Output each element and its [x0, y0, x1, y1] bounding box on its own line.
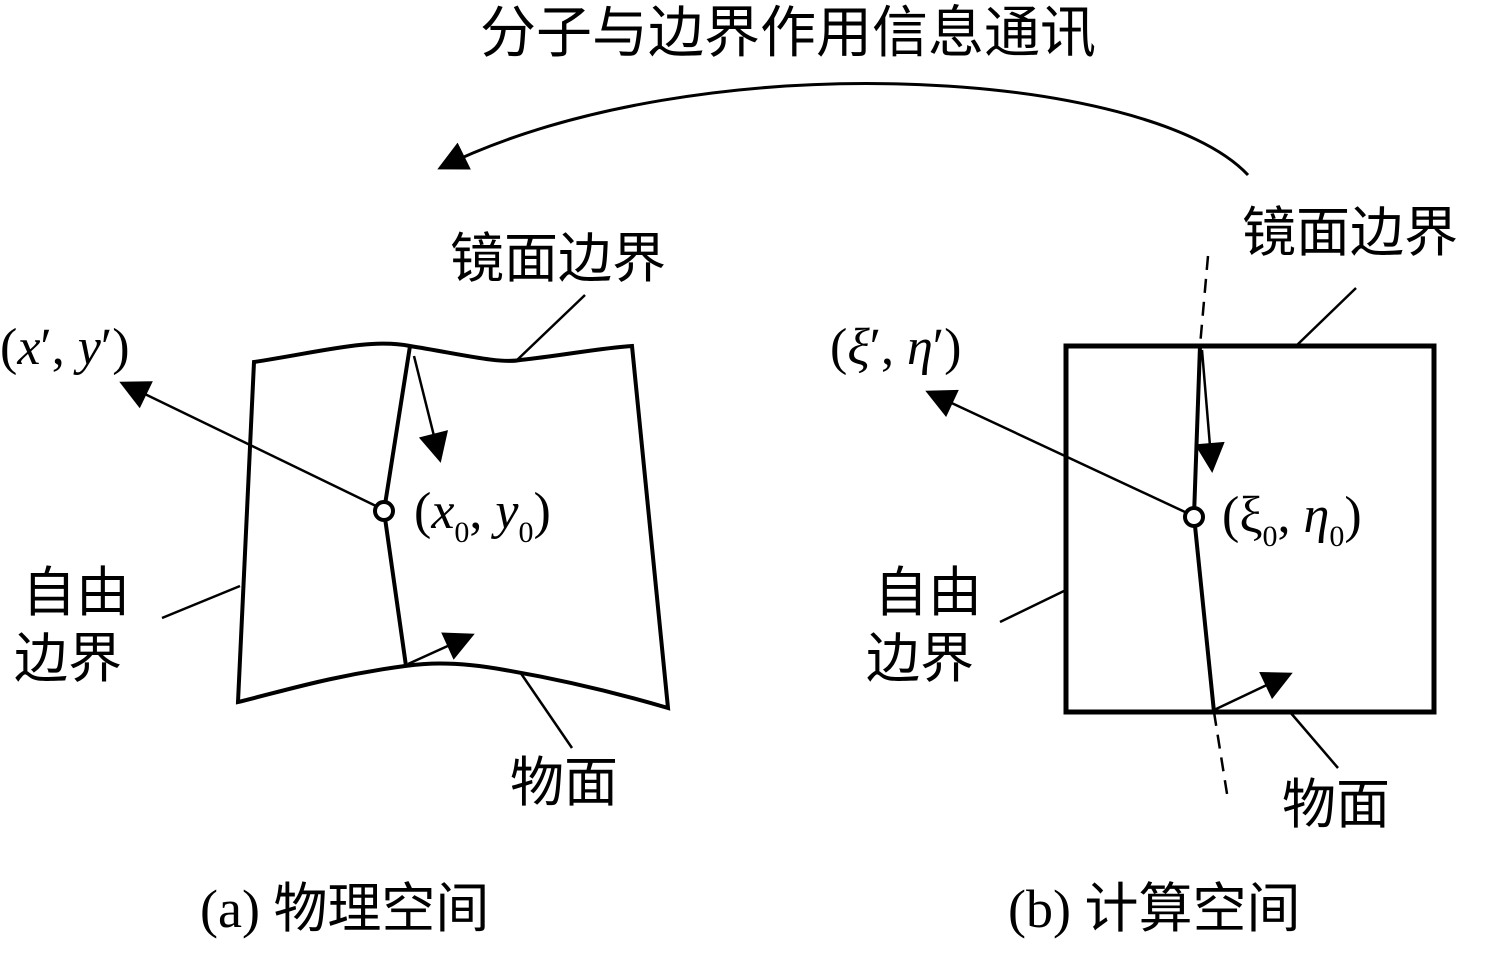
- computational-free-boundary-label-line2: 边界: [866, 627, 974, 690]
- physical-mirror-leader: [515, 294, 586, 362]
- computational-mirror-boundary-label: 镜面边界: [1242, 201, 1458, 264]
- computational-mirror-leader: [1295, 287, 1357, 347]
- physical-image-vector: [119, 381, 377, 508]
- physical-image-point-label: (x′, y′): [0, 319, 130, 376]
- computational-surface-arrow: [1213, 672, 1293, 712]
- diagram-title: 分子与边界作用信息通讯: [480, 1, 1096, 66]
- physical-mirror-boundary-label: 镜面边界: [450, 227, 666, 290]
- computational-free-boundary-label-line1: 自由: [874, 561, 982, 624]
- computational-image-point-label: (ξ′, η′): [830, 319, 962, 376]
- computational-free-leader: [999, 588, 1067, 624]
- panel-a-caption: (a) 物理空间: [200, 877, 490, 940]
- physical-cell-outline: [235, 341, 671, 711]
- computational-dashed-line-bottom: [1212, 711, 1230, 801]
- physical-mirror-arrow: [412, 355, 449, 463]
- physical-surface-leader: [518, 671, 574, 749]
- communication-arrow: [437, 82, 1250, 177]
- computational-mirror-arrow: [1194, 349, 1225, 473]
- computational-image-vector: [925, 389, 1186, 514]
- computational-node-point: [1183, 506, 1205, 528]
- physical-node-point: [373, 500, 395, 522]
- computational-dashed-line-top: [1198, 255, 1210, 347]
- computational-grid-line: [1191, 345, 1216, 713]
- physical-free-boundary-label-line2: 边界: [14, 627, 122, 690]
- computational-body-surface-label: 物面: [1282, 773, 1390, 836]
- panel-a-physical-space: [119, 294, 671, 749]
- computational-node-point-label: (ξ0, η0): [1222, 487, 1362, 553]
- physical-free-boundary-label-line1: 自由: [22, 561, 130, 624]
- panel-b-computational-space: [925, 255, 1437, 801]
- computational-cell-outline: [1063, 343, 1437, 715]
- panel-b-caption: (b) 计算空间: [1008, 877, 1301, 940]
- computational-surface-leader: [1289, 711, 1339, 769]
- physical-surface-arrow: [407, 632, 475, 666]
- physical-body-surface-label: 物面: [510, 751, 618, 814]
- physical-node-point-label: (x0, y0): [414, 483, 551, 549]
- physical-free-leader: [161, 584, 241, 620]
